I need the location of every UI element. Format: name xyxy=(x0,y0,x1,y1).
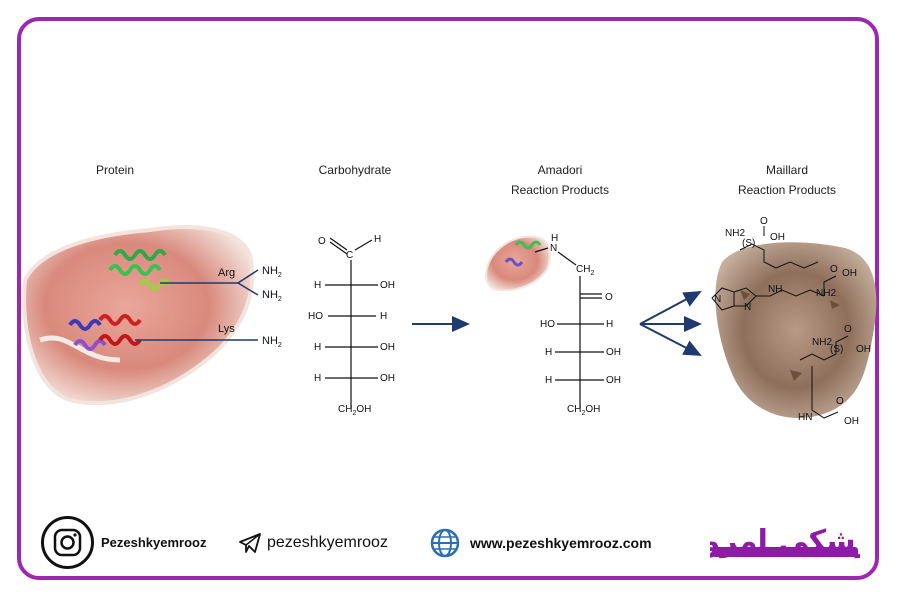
amadori-h4: H xyxy=(545,347,552,358)
maillard-labels: NH2 (S) O OH N N NH O OH NH2 NH2 (S) O O… xyxy=(714,216,871,427)
maillard-nh2-2: NH2 xyxy=(816,288,836,299)
sugar-oxygen: O xyxy=(318,236,326,247)
telegram-handle: pezeshkyemrooz xyxy=(267,534,388,551)
brand-logo: پزشکی امروز xyxy=(682,515,885,575)
sugar-h5: H xyxy=(314,373,321,384)
sugar-c1: C xyxy=(346,250,353,261)
amadori-h3: H xyxy=(606,319,613,330)
amadori-o: O xyxy=(605,292,613,303)
maillard-hn: HN xyxy=(798,412,812,423)
maillard-s-1: (S) xyxy=(742,238,755,249)
globe-icon xyxy=(430,528,460,558)
maillard-n-2: N xyxy=(744,302,751,313)
title-carbohydrate: Carbohydrate xyxy=(318,163,392,177)
arg-amine-1: NH2 xyxy=(262,265,282,279)
sugar-oh2: OH xyxy=(380,280,395,291)
maillard-o-2: O xyxy=(830,264,838,275)
raw-meat-image xyxy=(22,225,255,405)
title-amadori: Amadori Reaction Products xyxy=(495,160,625,200)
amadori-oh5: OH xyxy=(606,375,621,386)
sugar-h3: H xyxy=(380,311,387,322)
amadori-h: H xyxy=(551,233,558,244)
sugar-ho3: HO xyxy=(308,311,323,322)
protein-side-chains: Arg Lys NH2 NH2 NH2 xyxy=(135,265,282,349)
title-amadori-line2: Reaction Products xyxy=(510,183,610,197)
instagram-link[interactable]: Pezeshkyemrooz xyxy=(40,515,207,570)
sugar-h4: H xyxy=(314,342,321,353)
title-maillard: Maillard Reaction Products xyxy=(722,160,852,200)
maillard-oh-1: OH xyxy=(770,232,785,243)
reaction-arrows-2 xyxy=(639,291,702,356)
sugar-oh5: OH xyxy=(380,373,395,384)
amadori-structure: N H CH2 O HO H H OH H OH CH2OH xyxy=(485,233,621,417)
maillard-structure xyxy=(711,226,849,419)
arg-amine-2: NH2 xyxy=(262,289,282,303)
maillard-oh-2: OH xyxy=(842,268,857,279)
telegram-link[interactable]: pezeshkyemrooz xyxy=(238,530,388,556)
maillard-nh: NH xyxy=(768,284,782,295)
website-url: www.pezeshkyemrooz.com xyxy=(470,535,652,551)
website-link[interactable]: www.pezeshkyemrooz.com xyxy=(430,528,652,558)
telegram-icon xyxy=(239,533,261,553)
brand-text: پزشکی امروز xyxy=(710,524,860,559)
maillard-o-1: O xyxy=(760,216,768,227)
title-amadori-line1: Amadori xyxy=(537,163,583,177)
maillard-nh2-3: NH2 xyxy=(812,337,832,348)
cooked-meat-image xyxy=(715,242,877,419)
maillard-nh2-1: NH2 xyxy=(725,228,745,239)
lys-label: Lys xyxy=(218,323,235,335)
lys-amine: NH2 xyxy=(262,335,282,349)
amadori-h5: H xyxy=(545,375,552,386)
maillard-n-1: N xyxy=(714,294,721,305)
sugar-h2: H xyxy=(314,280,321,291)
amadori-ho: HO xyxy=(540,319,555,330)
title-protein: Protein xyxy=(95,163,135,177)
sugar-h1: H xyxy=(374,234,381,245)
maillard-o-4: O xyxy=(836,396,844,407)
maillard-o-3: O xyxy=(844,324,852,335)
instagram-handle: Pezeshkyemrooz xyxy=(101,535,207,550)
sugar-ch2oh: CH2OH xyxy=(338,404,371,417)
amadori-ch2oh: CH2OH xyxy=(567,404,600,417)
amadori-n: N xyxy=(550,243,557,254)
glucose-structure: O C H H OH HO H H OH H OH CH2OH xyxy=(308,234,395,417)
amadori-oh4: OH xyxy=(606,347,621,358)
arg-label: Arg xyxy=(218,267,235,279)
amadori-ch2: CH2 xyxy=(576,264,594,277)
instagram-icon xyxy=(41,516,94,569)
maillard-oh-4: OH xyxy=(844,416,859,427)
maillard-oh-3: OH xyxy=(856,344,871,355)
title-maillard-line1: Maillard xyxy=(765,163,808,177)
title-maillard-line2: Reaction Products xyxy=(737,183,837,197)
maillard-s-2: (S) xyxy=(830,344,843,355)
sugar-oh4: OH xyxy=(380,342,395,353)
